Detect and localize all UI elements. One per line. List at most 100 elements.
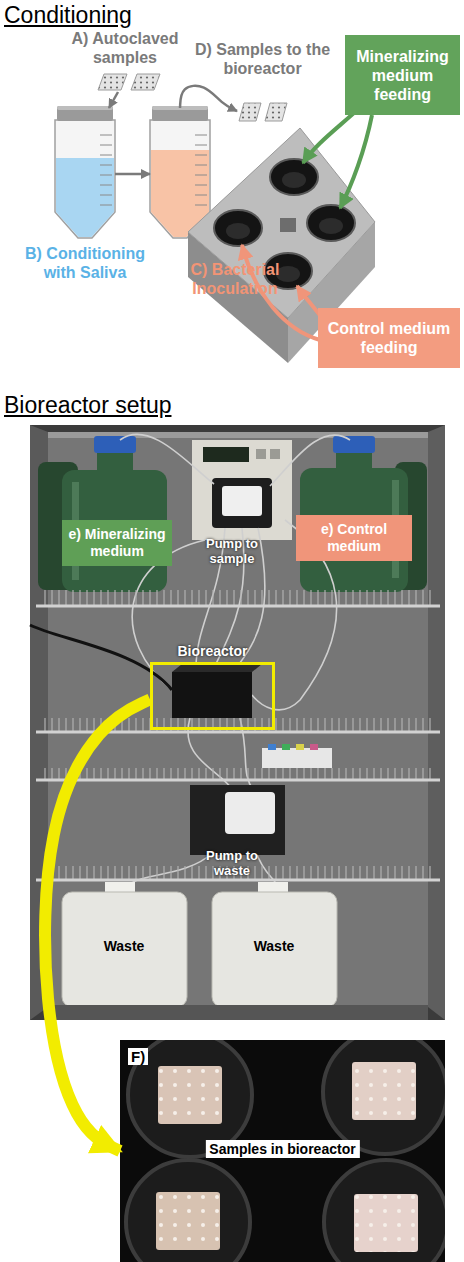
step-label: D) Samples to the bioreactor (190, 40, 335, 78)
feed-box: Mineralizing medium feeding (345, 35, 460, 115)
peristaltic-pump (192, 440, 292, 540)
sample-photo (354, 1194, 418, 1252)
well-bottom (282, 172, 306, 188)
incubator-floor (48, 1005, 428, 1020)
pump-button (256, 449, 266, 459)
medium-tag: e) Mineralizing medium (62, 520, 172, 566)
photo-label: Bioreactor (153, 643, 272, 659)
tube-cap-top (152, 106, 208, 110)
box-label: Control medium feeding (318, 319, 460, 357)
step-label: A) Autoclaved samples (65, 29, 185, 67)
well-bottom (276, 266, 300, 282)
tubing (120, 434, 350, 892)
vial-cap (310, 744, 318, 750)
shelf-rail (36, 779, 440, 782)
sample-tile (98, 74, 127, 90)
photo-panel: F) Samples in bioreactor (120, 1040, 445, 1262)
feed-box: Control medium feeding (318, 308, 460, 368)
wire-shelf (40, 768, 435, 780)
photo-label: Pump to waste (196, 848, 268, 878)
sample-tiles-icon (98, 74, 160, 90)
shelf-rail (36, 731, 440, 734)
waste-canister (62, 892, 187, 1007)
sample-photo (158, 1066, 222, 1124)
section-heading: Bioreactor setup (4, 392, 171, 419)
tube-cap-top (57, 106, 113, 110)
step-label: C) Bacterial Inoculation (155, 260, 315, 298)
bioreactor-well (270, 159, 318, 195)
pump-roller (222, 486, 262, 516)
incubator-photo (30, 425, 445, 1020)
tube-graduation (100, 135, 112, 205)
vial-cap (282, 744, 290, 750)
sample-pores (158, 1066, 222, 1124)
sample-tile (131, 74, 160, 90)
feed-arrow (303, 112, 355, 163)
tube-liquid (56, 158, 114, 237)
sample-tile (239, 103, 261, 121)
sample-photo (156, 1192, 220, 1250)
tube-cap (152, 106, 208, 121)
sample-photo (352, 1062, 416, 1120)
falcon-tube: B) Conditioning with Saliva (55, 108, 115, 240)
flow-arrow (109, 92, 118, 108)
pump-head (212, 478, 272, 528)
falcon-tube: C) Bacterial Inoculation (150, 108, 210, 240)
pump-display (203, 447, 249, 462)
shelf-rail (36, 605, 440, 608)
falcon-tube (55, 106, 115, 238)
sample-pores (352, 1062, 416, 1120)
pump-button (270, 449, 280, 459)
medium-tag: e) Control medium (296, 515, 412, 561)
photo-label: Samples in bioreactor (205, 1140, 359, 1158)
pump-head (225, 792, 275, 834)
box-label: e) Mineralizing medium (62, 526, 172, 560)
bottle-cap (94, 436, 136, 453)
vial-cap (268, 744, 276, 750)
feed-arrow (340, 115, 372, 208)
bottle-cap (333, 436, 375, 453)
well-photo (323, 1040, 445, 1154)
tube-graduation (195, 135, 207, 205)
waste-pump (190, 785, 285, 855)
bioreactor-well (214, 210, 262, 246)
wire-shelf (40, 590, 435, 606)
sample-icon: D) Samples to the bioreactor (237, 100, 287, 122)
photo-label: Pump to sample (196, 536, 268, 566)
tube-cap (57, 106, 113, 121)
well-photo (324, 1160, 445, 1262)
waste-canister (212, 892, 337, 1007)
well-bottom (226, 223, 250, 239)
panel-letter: F) (128, 1048, 148, 1065)
sample-pores (156, 1192, 220, 1250)
vial-cap (296, 744, 304, 750)
step-label: B) Conditioning with Saliva (10, 244, 160, 282)
photo-label: Waste (244, 938, 304, 954)
sample-tiles-icon (239, 103, 287, 121)
photo-frame (30, 425, 445, 1020)
bioreactor-well (307, 205, 355, 241)
falcon-tube (150, 106, 210, 238)
sample-tile (265, 103, 287, 121)
well-bottom (319, 218, 343, 234)
tube-body (55, 120, 115, 238)
photo-label: Waste (94, 938, 154, 954)
flow-arrow (180, 86, 237, 111)
shelf-rail (36, 879, 440, 882)
highlight-frame: Bioreactor (150, 662, 275, 730)
sample-pores (354, 1194, 418, 1252)
box-label: Mineralizing medium feeding (345, 47, 460, 104)
wells-photo (120, 1040, 445, 1262)
bioreactor-photo (172, 672, 252, 718)
bioreactor-top (172, 664, 262, 672)
flow-arrow (45, 699, 150, 1151)
block-center-hole (280, 218, 296, 232)
tube-rack (262, 748, 332, 768)
sample-icon: A) Autoclaved samples (90, 70, 160, 92)
section-heading: Conditioning (4, 2, 132, 29)
flow-arrow (115, 173, 150, 176)
well-photo (126, 1160, 250, 1262)
